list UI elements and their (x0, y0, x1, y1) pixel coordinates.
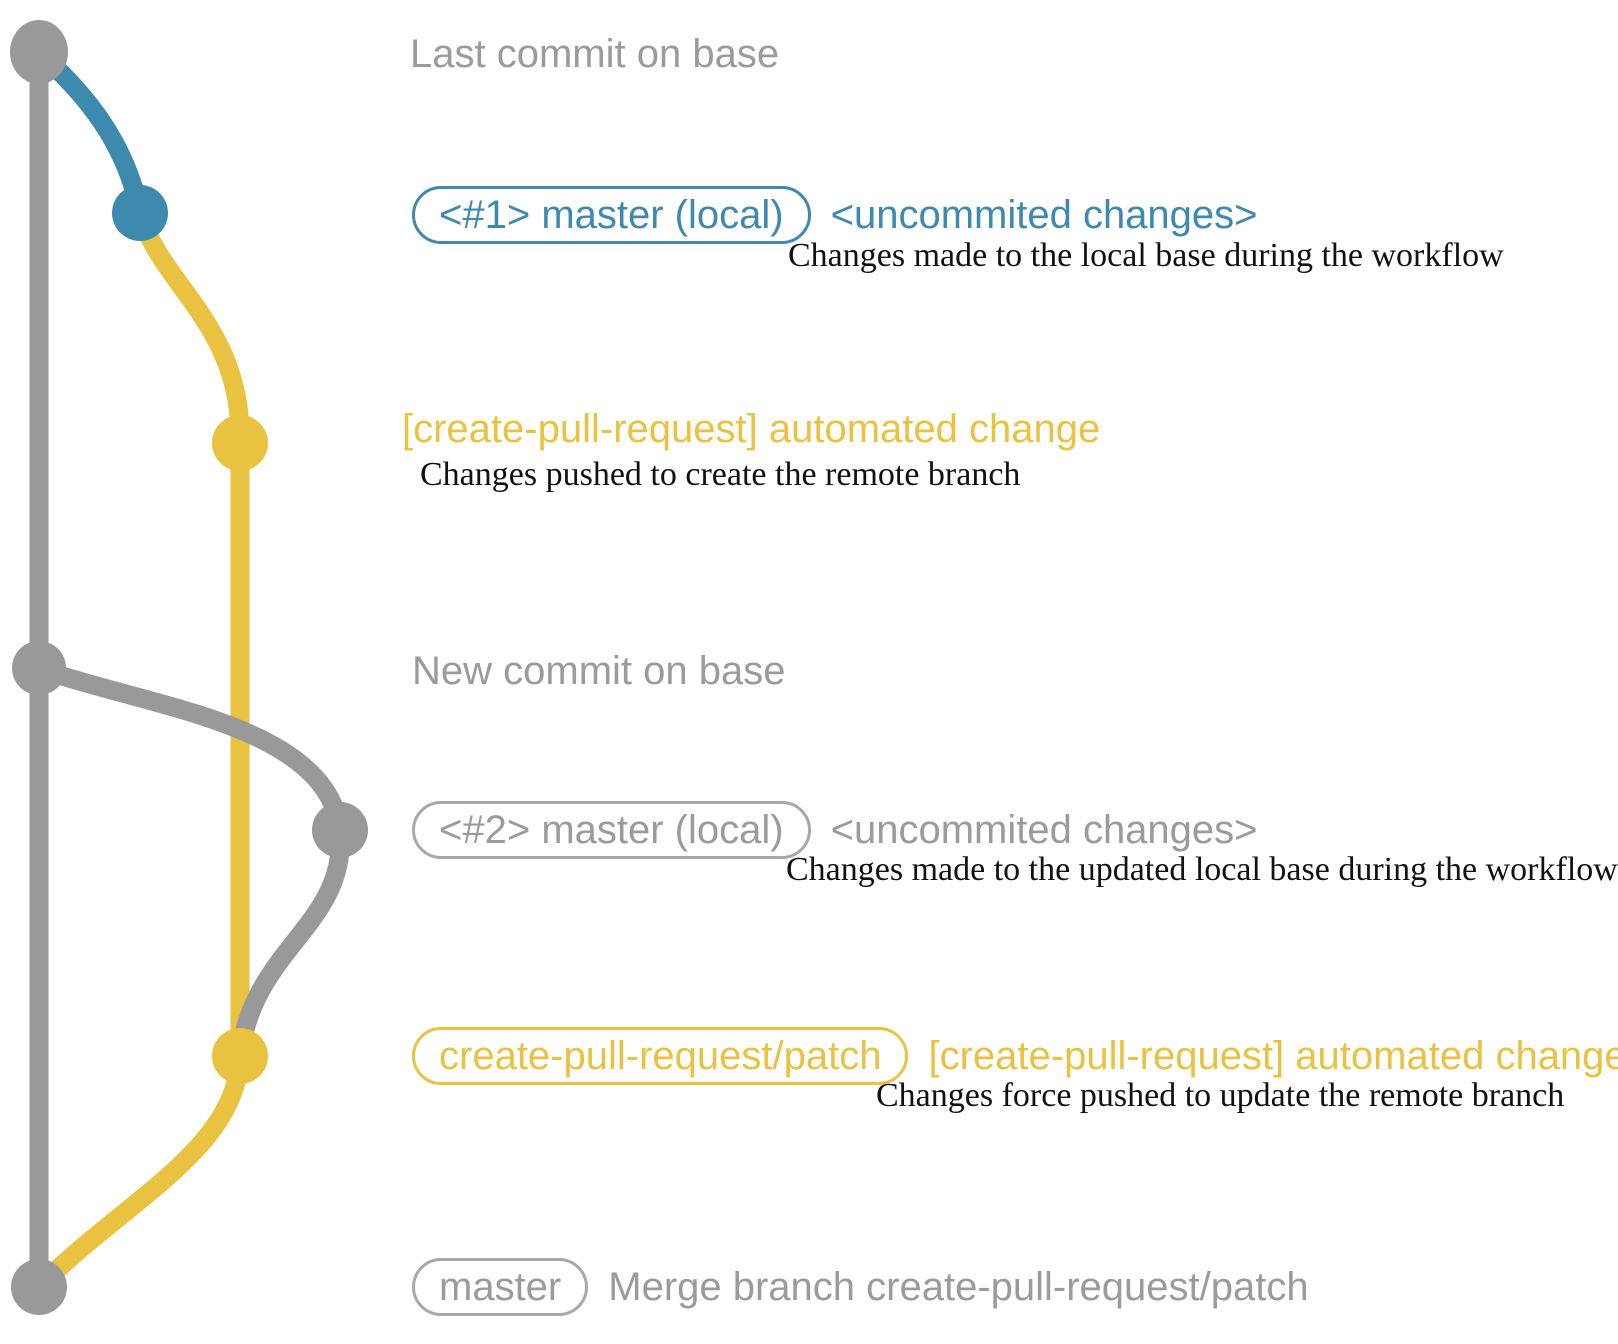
local2-branch-curve-out (35, 659, 350, 832)
commit-dot-local2 (312, 802, 368, 858)
remote-branch-curve-bottom (32, 1055, 250, 1294)
merge-note: Merge branch create-pull-request/patch (608, 1264, 1309, 1309)
local2-note: <uncommited changes> (830, 807, 1258, 852)
local2-description: Changes made to the updated local base d… (786, 851, 1618, 888)
local2-row: <#2> master (local) <uncommited changes> (412, 801, 1258, 859)
local1-branch-tag: <#1> master (local) (412, 186, 811, 244)
remote2-branch-tag: create-pull-request/patch (412, 1027, 909, 1085)
new-commit-label: New commit on base (412, 649, 786, 693)
local1-row: <#1> master (local) <uncommited changes> (412, 186, 1258, 244)
commit-dot-last-base (10, 20, 68, 84)
commit-dot-local1 (112, 185, 168, 241)
commit-dot-merge (11, 1259, 67, 1315)
remote2-row: create-pull-request/patch [create-pull-r… (412, 1027, 1618, 1085)
commit-dot-new-base (12, 641, 66, 695)
local1-note: <uncommited changes> (830, 192, 1258, 237)
remote1-commit-title: [create-pull-request] automated change (402, 407, 1101, 451)
merge-branch-tag: master (412, 1258, 589, 1316)
local2-branch-curve-in (230, 829, 350, 1058)
remote2-description: Changes force pushed to update the remot… (876, 1077, 1565, 1114)
remote-branch-curve-top (130, 210, 250, 444)
last-commit-label: Last commit on base (410, 32, 780, 76)
remote1-description: Changes pushed to create the remote bran… (420, 456, 1021, 493)
commit-dot-remote1 (212, 415, 268, 471)
merge-row: master Merge branch create-pull-request/… (412, 1258, 1309, 1316)
remote2-note: [create-pull-request] automated change (928, 1033, 1618, 1078)
commit-dot-remote2 (212, 1028, 268, 1084)
local1-description: Changes made to the local base during th… (788, 237, 1504, 274)
local2-branch-tag: <#2> master (local) (412, 801, 811, 859)
